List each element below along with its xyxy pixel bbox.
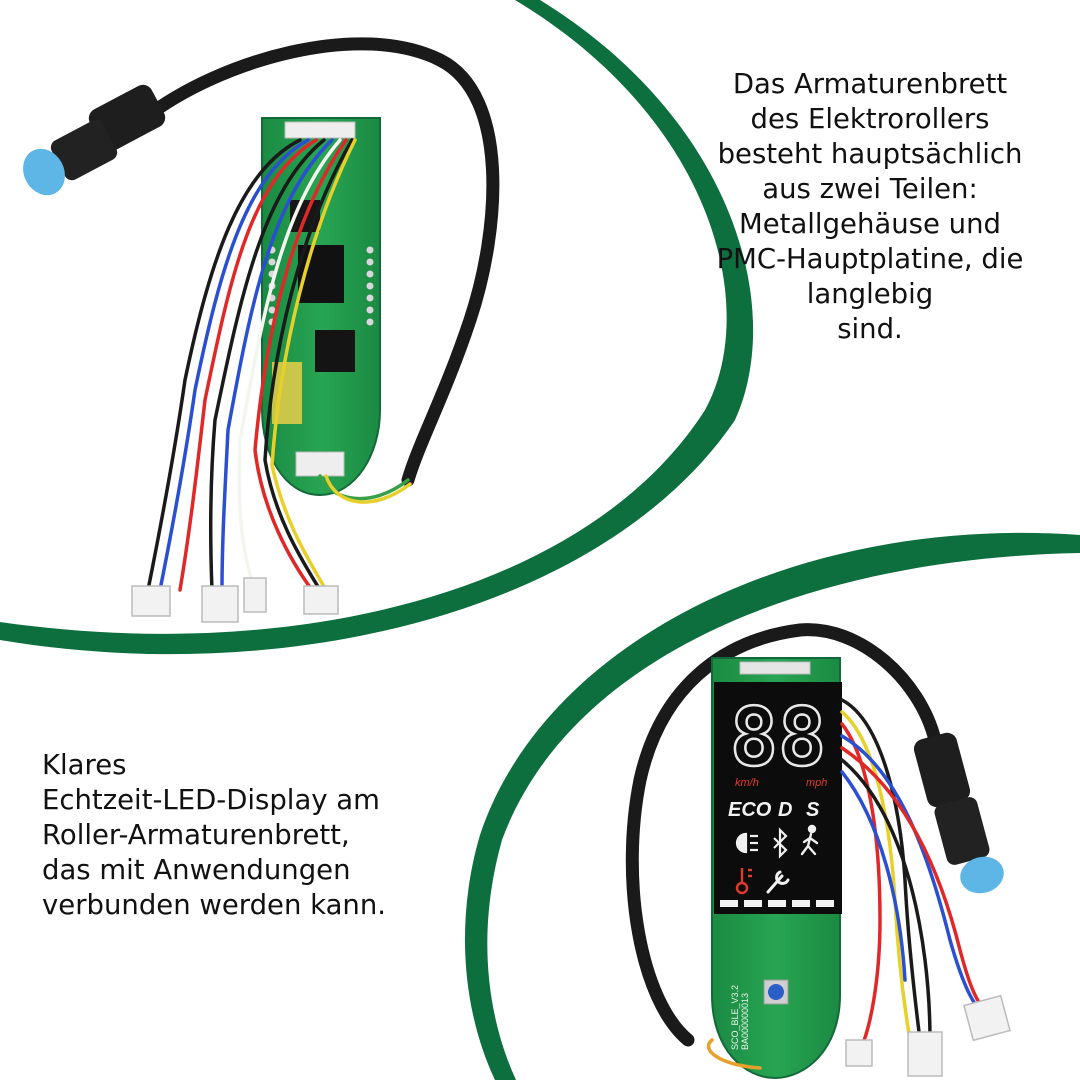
chip [315,330,355,372]
speed-digits: 88 [730,691,826,784]
mode-s-label: S [806,799,820,821]
caption-bottom-line: Echtzeit-LED-Display am [42,784,380,816]
caption-top-line: aus zwei Teilen: [762,173,978,205]
silk-id-text: BA000000013 [740,993,750,1050]
black-cable [625,623,942,1047]
caption-bottom: Klares Echtzeit-LED-Display am Roller-Ar… [42,748,462,923]
thermometer-icon [735,868,752,895]
walking-person-icon [800,824,819,856]
black-cable [138,37,500,487]
caption-top-line: Metallgehäuse und [739,208,1001,240]
unit-kmh-label: km/h [735,777,759,789]
bluetooth-icon [773,827,788,859]
wrench-icon [766,870,790,894]
wire-bundle [146,138,412,592]
caption-bottom-line: Roller-Armaturenbrett, [42,819,350,851]
mode-d-label: D [778,799,792,821]
jst-connectors [131,577,339,623]
headlight-icon [735,832,758,854]
silk-version-text: SCO_BLE_V3.2 [730,985,740,1050]
unit-mph-label: mph [806,777,827,789]
top-header [284,121,356,139]
jst-connectors [845,994,1011,1077]
waterproof-connector [913,732,1004,894]
tact-switch-button [768,984,784,1000]
battery-bar [720,900,834,907]
wire-bundle [706,698,987,1070]
caption-bottom-line: verbunden werden kann. [42,889,387,921]
top-pcb-product [23,37,500,623]
mode-eco-label: ECO [728,799,772,821]
bottom-arc [464,532,1080,1080]
top-header [739,661,811,675]
caption-bottom-line: Klares [42,749,127,781]
caption-top-line: besteht hauptsächlich [717,138,1023,170]
caption-top-line: PMC-Hauptplatine, die [716,243,1024,275]
caption-top-line: des Elektrorollers [750,103,990,135]
caption-top-line: langlebig [806,278,934,310]
caption-top-line: Das Armaturenbrett [732,68,1008,100]
caption-top: Das Armaturenbrett des Elektrorollers be… [690,67,1050,347]
caption-top-line: sind. [837,313,903,345]
bottom-display-product: 88 km/h mph ECO D S [625,623,1011,1080]
caption-bottom-line: das mit Anwendungen [42,854,351,886]
waterproof-connector [23,84,166,196]
bottom-header [295,451,345,477]
